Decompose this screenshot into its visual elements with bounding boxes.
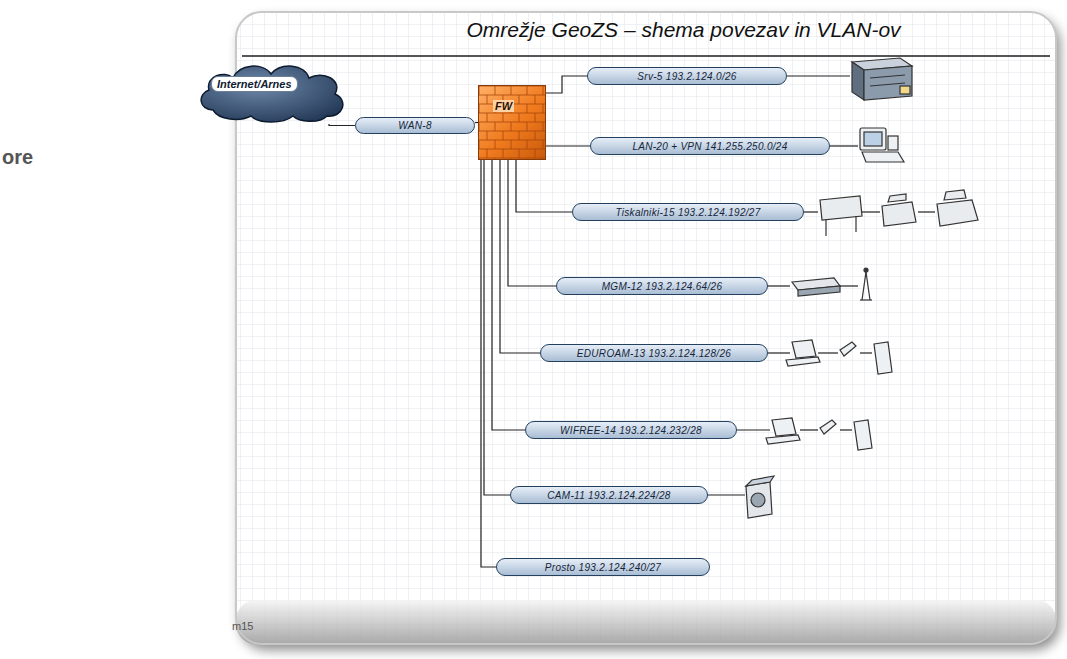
brick-pattern	[479, 86, 545, 159]
computer-icon	[860, 128, 904, 162]
vlan-label: MGM-12 193.2.124.64/26	[602, 281, 723, 292]
link-line	[484, 160, 510, 495]
link-line	[500, 160, 540, 353]
vlan-pill: LAN-20 + VPN 141.255.250.0/24	[590, 137, 830, 155]
cloud-shape	[195, 60, 351, 124]
firewall-box: FW	[478, 85, 546, 160]
link-line	[546, 76, 587, 93]
vlan-label: Prosto 193.2.124.240/27	[545, 562, 661, 573]
printer-icons	[820, 190, 978, 236]
vlan-pill: Tiskalniki-15 193.2.124.192/27	[572, 203, 804, 221]
partial-heading: ore	[2, 146, 33, 169]
link-line	[516, 160, 572, 212]
vlan-pill: CAM-11 193.2.124.224/28	[510, 486, 708, 504]
link-line	[508, 160, 556, 286]
wireless-devices-icons	[766, 340, 892, 450]
vlan-pill: WIFREE-14 193.2.124.232/28	[525, 421, 737, 439]
switch-and-antenna-icon	[792, 268, 872, 300]
link-line	[481, 160, 496, 567]
vlan-label: WAN-8	[398, 120, 432, 131]
diagram-title: Omrežje GeoZS – shema povezav in VLAN-ov	[0, 18, 1067, 42]
server-icon	[852, 58, 912, 100]
link-line	[329, 124, 355, 126]
camera-icon	[746, 476, 774, 518]
internet-cloud: Internet/Arnes	[195, 60, 351, 124]
firewall-label: FW	[493, 100, 514, 112]
vlan-label: CAM-11 193.2.124.224/28	[547, 490, 670, 501]
vlan-label: WIFREE-14 193.2.124.232/28	[560, 425, 702, 436]
vlan-pill: WAN-8	[355, 117, 475, 134]
vlan-label: EDUROAM-13 193.2.124.128/26	[577, 348, 731, 359]
page-marker: m15	[232, 620, 253, 632]
vlan-label: LAN-20 + VPN 141.255.250.0/24	[632, 141, 787, 152]
vlan-pill: Prosto 193.2.124.240/27	[496, 558, 710, 576]
vlan-pill: EDUROAM-13 193.2.124.128/26	[540, 344, 768, 362]
vlan-pill: MGM-12 193.2.124.64/26	[556, 277, 768, 295]
vlan-pill: Srv-5 193.2.124.0/26	[587, 67, 787, 85]
vlan-label: Tiskalniki-15 193.2.124.192/27	[615, 207, 760, 218]
link-line	[492, 160, 525, 430]
vlan-label: Srv-5 193.2.124.0/26	[637, 71, 736, 82]
link-line	[546, 145, 590, 146]
cloud-label: Internet/Arnes	[211, 76, 298, 92]
